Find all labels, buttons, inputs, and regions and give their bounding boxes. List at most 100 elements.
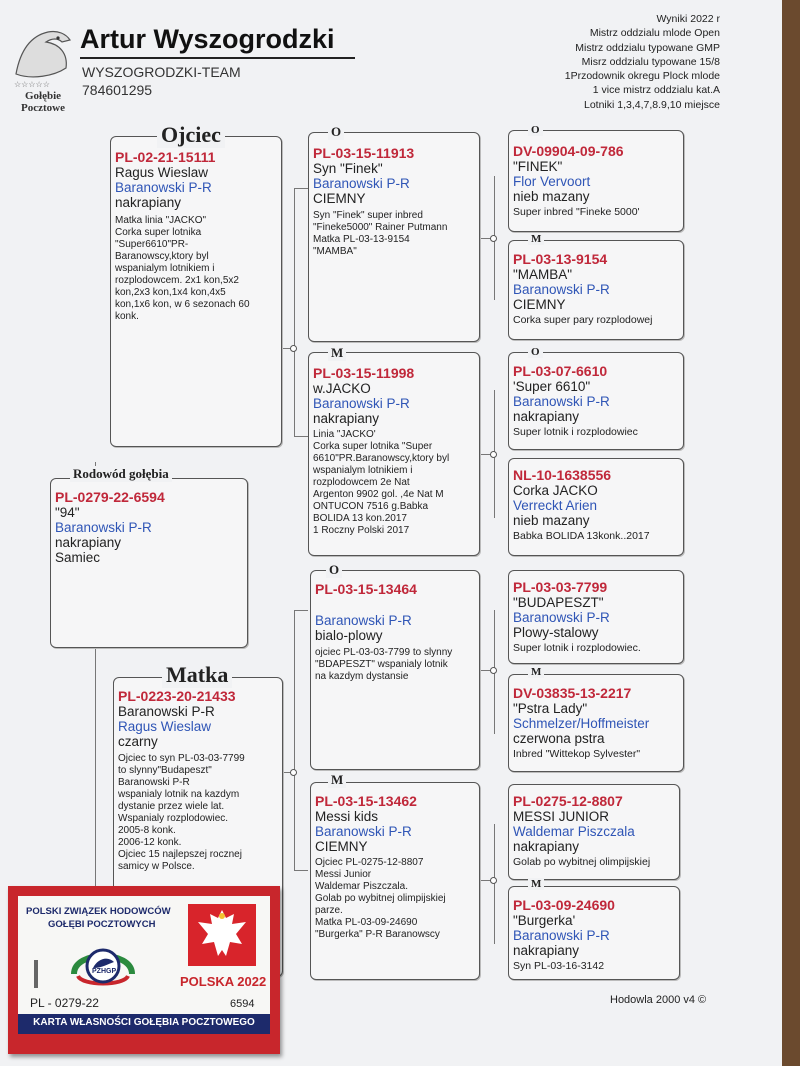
note-line: Baranowski P-R	[118, 777, 190, 788]
result-line: Misrz oddzialu typowane 15/8	[581, 55, 720, 68]
card-ring-right: 6594	[230, 998, 255, 1010]
ring-number: PL-0223-20-21433	[118, 688, 236, 704]
note-line: rozplodowcem 2e Nat	[313, 477, 410, 488]
color: Plowy-stalowy	[513, 625, 599, 640]
pigeon-name: Messi kids	[315, 809, 379, 824]
breeder-secondary: Ragus Wieslaw	[118, 719, 212, 734]
note-line: Ojciec to syn PL-03-03-7799	[118, 753, 245, 764]
great-grandparent-card: NL-10-1638556 Corka JACKO Verreckt Arien…	[508, 458, 684, 556]
color: nieb mazany	[513, 189, 590, 204]
connector	[494, 824, 495, 944]
owner-name: Artur Wyszogrodzki	[80, 24, 335, 54]
sex-label-m: M	[328, 345, 347, 361]
ring-number: DV-03835-13-2217	[513, 685, 632, 701]
result-line: Mistrz oddzialu mlode Open	[589, 27, 720, 40]
connector	[294, 436, 308, 437]
pigeon-name: Syn "Finek"	[313, 161, 383, 176]
note-line: Golab po wybitnej olimpijskiej	[513, 856, 651, 868]
sex-label-m: M	[528, 233, 545, 245]
note-line: BOLIDA 13 kon.2017	[313, 513, 407, 524]
note-line: wspanialym lotnikiem i	[313, 465, 413, 476]
card-title: KARTA WŁASNOŚCI GOŁĘBIA POCZTOWEGO	[33, 1017, 255, 1028]
ring-number: NL-10-1638556	[513, 467, 612, 483]
pigeon-name: "BUDAPESZT"	[513, 595, 604, 610]
breeder-secondary: Baranowski P-R	[115, 180, 212, 195]
team-name: WYSZOGRODZKI-TEAM	[82, 64, 241, 80]
color: nakrapiany	[513, 943, 580, 958]
ring-number: PL-03-15-11913	[313, 145, 415, 161]
logo-text: Gołębie Pocztowe	[21, 90, 65, 114]
note-line: konk.	[115, 311, 139, 322]
note-line: "Super6610"PR-	[115, 239, 189, 250]
connector	[294, 188, 308, 189]
note-line: Baranowscy,ktory byl	[115, 251, 209, 262]
breeder: Baranowski P-R	[118, 704, 215, 719]
pigeon-name	[315, 597, 475, 613]
great-grandparent-card: PL-03-07-6610 'Super 6610" Baranowski P-…	[508, 352, 684, 450]
connector-node	[490, 667, 497, 674]
connector-node	[290, 769, 297, 776]
connector	[294, 610, 308, 611]
great-grandparent-card: DV-09904-09-786 "FINEK" Flor Vervoort ni…	[508, 130, 684, 232]
note-line: dystanie przez wiele lat.	[118, 801, 225, 812]
note-line: Super inbred "Fineke 5000'	[513, 206, 640, 218]
card-badge-text: PZHGP	[92, 968, 117, 975]
sex-label-m: M	[528, 878, 545, 890]
card-title-band	[18, 1014, 270, 1034]
result-line: 1 vice mistrz oddzialu kat.A	[592, 84, 720, 97]
note-line: 6610"PR.Baranowscy,ktory byl	[313, 453, 450, 464]
color: nakrapiany	[313, 411, 380, 426]
ring-number: PL-03-03-7799	[513, 579, 608, 595]
connector	[480, 880, 494, 881]
note-line: "MAMBA"	[313, 246, 357, 257]
ring-number: PL-03-09-24690	[513, 897, 615, 913]
great-grandparent-card: PL-0275-12-8807 MESSI JUNIOR Waldemar Pi…	[508, 784, 680, 880]
note-line: Ojciec PL-0275-12-8807	[315, 857, 424, 868]
color: CIEMNY	[513, 297, 566, 312]
connector	[480, 454, 494, 455]
note-line: Corka super pary rozplodowej	[513, 314, 653, 326]
ring-number: PL-0275-12-8807	[513, 793, 623, 809]
connector	[282, 348, 294, 349]
breeder: Baranowski P-R	[513, 610, 610, 625]
note-line: kon,2x3 kon,1x4 kon,4x5	[115, 287, 226, 298]
note-line: Super lotnik i rozplodowiec.	[513, 642, 641, 654]
pzhgp-emblem-icon	[71, 948, 135, 986]
sex-label-o: O	[328, 124, 345, 140]
connector	[95, 648, 96, 978]
card-org-line2: GOŁĘBI POCZTOWYCH	[48, 919, 156, 930]
ring-number: PL-02-21-15111	[115, 149, 216, 165]
color: nakrapiany	[115, 195, 182, 210]
note-line: 2005-8 konk.	[118, 825, 176, 836]
mother-card: PL-0223-20-21433 Baranowski P-R Ragus Wi…	[113, 677, 283, 977]
ring-number: PL-0279-22-6594	[55, 489, 165, 505]
note-line: 2006-12 konk.	[118, 837, 182, 848]
breeder: Verreckt Arien	[513, 498, 598, 513]
sex-label-o: O	[326, 562, 343, 578]
note-line: Syn PL-03-16-3142	[513, 960, 605, 972]
ownership-card: POLSKI ZWIĄZEK HODOWCÓW GOŁĘBI POCZTOWYC…	[8, 886, 280, 1054]
breeder: Baranowski P-R	[513, 928, 610, 943]
sex-label-m: M	[528, 666, 545, 678]
breeder: Baranowski P-R	[313, 176, 410, 191]
footer-text: Hodowla 2000 v4 ©	[610, 994, 707, 1006]
note-line: Matka PL-03-09-24690	[315, 917, 418, 928]
note-line: Linia "JACKO'	[313, 429, 376, 440]
owner-underline	[80, 57, 355, 59]
grandparent-card: PL-03-15-13462 Messi kids Baranowski P-R…	[310, 782, 480, 980]
mother-heading: Matka	[162, 662, 233, 688]
color: CIEMNY	[313, 191, 366, 206]
great-grandparent-card: PL-03-03-7799 "BUDAPESZT" Baranowski P-R…	[508, 570, 684, 664]
color: bialo-plowy	[315, 628, 383, 643]
connector-node	[490, 451, 497, 458]
note-line: Waldemar Piszczala.	[315, 881, 408, 892]
color: nakrapiany	[513, 839, 580, 854]
breeder: Baranowski P-R	[513, 282, 610, 297]
grandparent-card: PL-03-15-11913 Syn "Finek" Baranowski P-…	[308, 132, 480, 342]
color: nakrapiany	[513, 409, 580, 424]
grandparent-card: PL-03-15-13464 Baranowski P-R bialo-plow…	[310, 570, 480, 770]
note-line: "Burgerka" P-R Baranowscy	[315, 929, 440, 940]
pigeon-name: w.JACKO	[313, 381, 371, 396]
results-list: Wyniki 2022 r Mistrz oddzialu mlode Open…	[480, 12, 720, 112]
note-line: Babka BOLIDA 13konk..2017	[513, 530, 650, 542]
